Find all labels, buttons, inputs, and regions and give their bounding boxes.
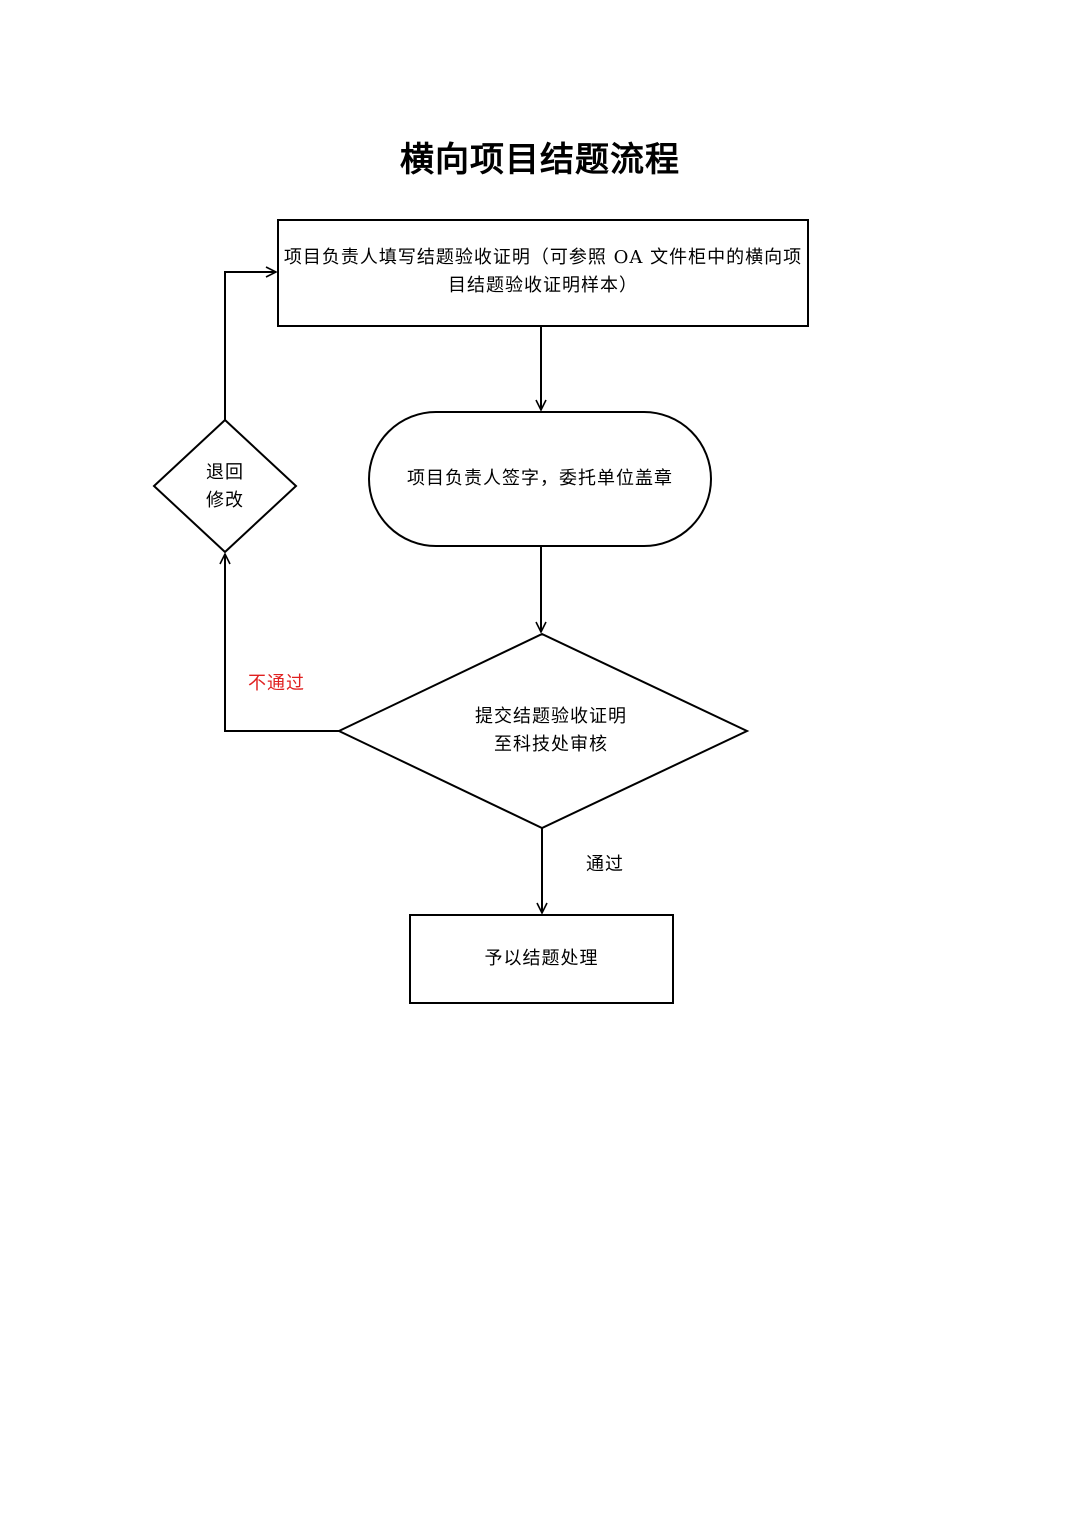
fail-label: 不通过 <box>248 673 305 694</box>
fill-certificate-line2: 目结题验收证明样本） <box>448 275 638 296</box>
submit-review-line2: 至科技处审核 <box>494 734 608 755</box>
pass-label: 通过 <box>586 854 624 875</box>
return-modify-line1: 退回 <box>206 462 244 483</box>
return-modify-diamond <box>152 418 298 554</box>
edge-return-to-fill <box>224 272 276 420</box>
fill-certificate-line1: 项目负责人填写结题验收证明（可参照 OA 文件柜中的横向项 <box>283 247 803 268</box>
sign-seal-text: 项目负责人签字，委托单位盖章 <box>407 468 673 489</box>
edge-submit-to-return <box>225 554 339 732</box>
complete-text: 予以结题处理 <box>484 948 599 969</box>
page-title: 横向项目结题流程 <box>400 140 680 180</box>
complete-box <box>409 914 674 1004</box>
fill-certificate-text: 项目负责人填写结题验收证明（可参照 OA 文件柜中的横向项 目结题验收证明样本） <box>282 244 804 300</box>
submit-review-text: 提交结题验收证明 至科技处审核 <box>440 703 662 759</box>
fill-certificate-box <box>277 219 809 327</box>
return-modify-text: 退回 修改 <box>185 459 265 515</box>
return-modify-line2: 修改 <box>206 490 244 511</box>
submit-review-line1: 提交结题验收证明 <box>475 706 627 727</box>
